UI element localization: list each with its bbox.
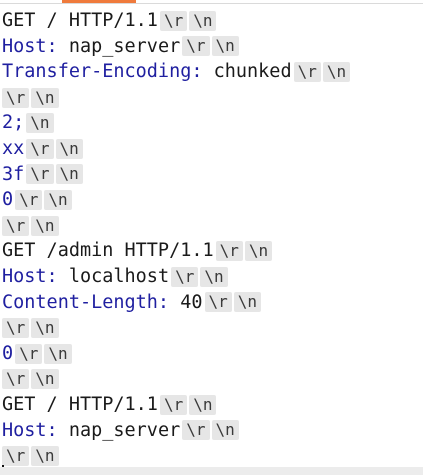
newline-marker: \n <box>233 292 262 313</box>
request-line[interactable]: GET / HTTP/1.1\r\n <box>2 8 423 34</box>
header-name: Content-Length: <box>2 291 170 313</box>
newline-marker: \n <box>55 138 83 159</box>
carriage-return-marker: \r <box>182 420 210 441</box>
request-line[interactable]: 3f\r\n <box>2 162 423 188</box>
carriage-return-marker: \r <box>2 215 30 236</box>
request-line[interactable]: \r\n <box>2 85 423 111</box>
carriage-return-marker: \r <box>293 61 321 82</box>
newline-marker: \n <box>211 420 239 441</box>
line-text: 40 <box>169 291 203 313</box>
newline-marker: \n <box>211 36 239 57</box>
request-line[interactable]: \r\n <box>2 213 423 239</box>
request-line[interactable]: 2;\n <box>2 110 423 136</box>
carriage-return-marker: \r <box>2 87 30 108</box>
request-line[interactable]: xx\r\n <box>2 136 423 162</box>
newline-marker: \n <box>31 215 59 236</box>
carriage-return-marker: \r <box>26 164 54 185</box>
request-line[interactable]: Host: nap_server\r\n <box>2 418 423 444</box>
line-text: localhost <box>57 265 170 287</box>
line-text: nap_server <box>57 419 181 441</box>
line-text: GET / HTTP/1.1 <box>2 393 158 415</box>
request-line[interactable]: \r\n <box>2 443 423 469</box>
newline-marker: \n <box>26 113 54 134</box>
request-line[interactable]: Host: nap_server\r\n <box>2 34 423 60</box>
carriage-return-marker: \r <box>15 343 43 364</box>
carriage-return-marker: \r <box>182 36 210 57</box>
header-name: Host: <box>2 35 58 57</box>
line-text: 0 <box>2 189 14 211</box>
line-text: GET /admin HTTP/1.1 <box>2 240 214 262</box>
newline-marker: \n <box>31 87 59 108</box>
newline-marker: \n <box>55 164 83 185</box>
newline-marker: \n <box>189 394 217 415</box>
newline-marker: \n <box>31 369 59 390</box>
request-line[interactable]: \r\n <box>2 366 423 392</box>
request-line[interactable]: 0\r\n <box>2 341 423 367</box>
active-tab-indicator <box>62 0 136 3</box>
carriage-return-marker: \r <box>2 445 30 466</box>
line-text: 3f <box>2 163 25 185</box>
newline-marker: \n <box>200 266 228 287</box>
newline-marker: \n <box>244 241 273 262</box>
carriage-return-marker: \r <box>26 138 54 159</box>
request-line[interactable]: GET / HTTP/1.1\r\n <box>2 392 423 418</box>
carriage-return-marker: \r <box>2 317 30 338</box>
request-line[interactable]: GET /admin HTTP/1.1\r\n <box>2 238 423 264</box>
request-line[interactable]: Content-Length: 40\r\n <box>2 290 423 316</box>
header-name: Host: <box>2 265 58 287</box>
line-text: xx <box>2 137 25 159</box>
newline-marker: \n <box>44 343 72 364</box>
request-line[interactable]: Transfer-Encoding: chunked\r\n <box>2 59 423 85</box>
line-text: GET / HTTP/1.1 <box>2 10 158 31</box>
newline-marker: \n <box>44 189 72 210</box>
header-name: Host: <box>2 419 58 441</box>
newline-marker: \n <box>31 445 59 466</box>
newline-marker: \n <box>31 317 59 338</box>
newline-marker: \n <box>322 61 351 82</box>
carriage-return-marker: \r <box>159 10 188 31</box>
line-text: 0 <box>2 342 14 364</box>
newline-marker: \n <box>189 10 217 31</box>
request-line[interactable]: 0\r\n <box>2 187 423 213</box>
carriage-return-marker: \r <box>15 189 43 210</box>
request-line[interactable]: Host: localhost\r\n <box>2 264 423 290</box>
line-text: nap_server <box>57 35 181 57</box>
horizontal-scrollbar[interactable] <box>0 467 423 475</box>
line-text: chunked <box>202 61 292 83</box>
carriage-return-marker: \r <box>2 369 30 390</box>
header-name: Transfer-Encoding: <box>2 61 203 83</box>
carriage-return-marker: \r <box>159 394 188 415</box>
line-text: 2; <box>2 112 25 134</box>
carriage-return-marker: \r <box>171 266 199 287</box>
editor-top-divider <box>0 3 423 4</box>
carriage-return-marker: \r <box>215 241 243 262</box>
request-line[interactable]: \r\n <box>2 315 423 341</box>
carriage-return-marker: \r <box>204 292 232 313</box>
